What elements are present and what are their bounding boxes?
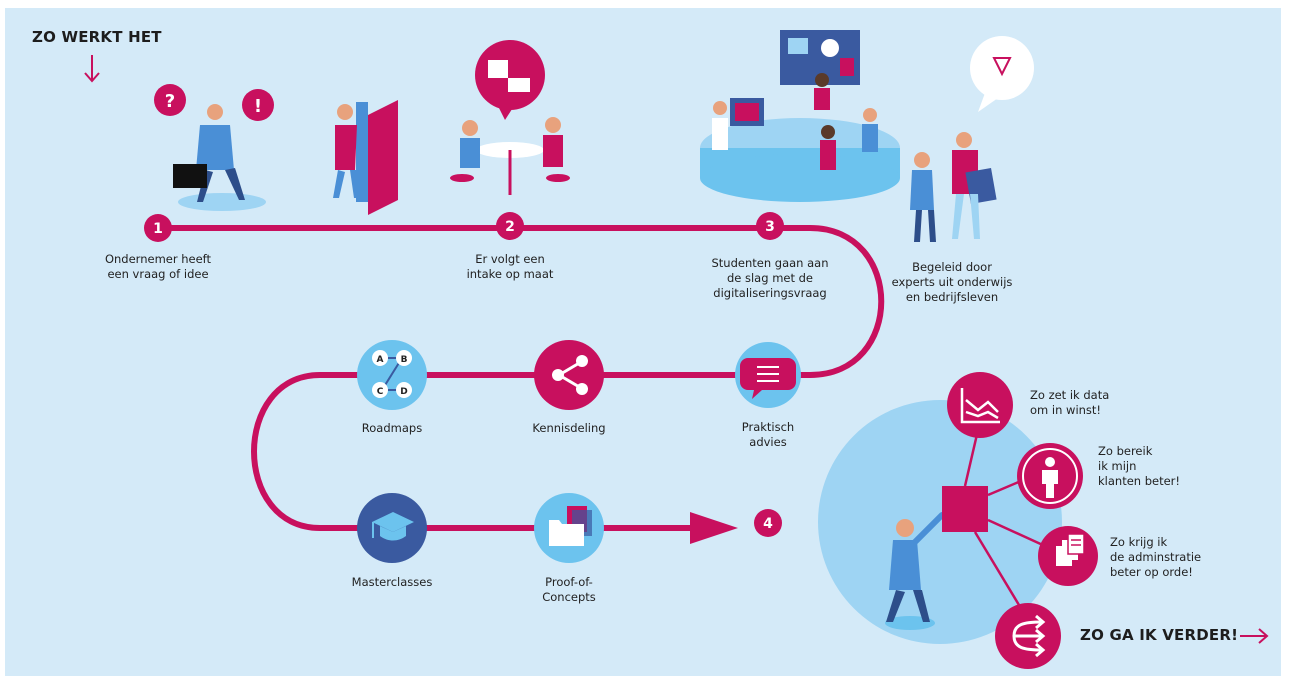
- results-hub: [942, 486, 988, 532]
- result-klanten-label: Zo bereik ik mijn klanten beter!: [1098, 444, 1208, 489]
- poc-label: Proof-of- Concepts: [524, 575, 614, 605]
- roadmap-b: B: [401, 355, 408, 365]
- result-klanten-line2: ik mijn: [1098, 459, 1137, 473]
- poc-line2: Concepts: [542, 590, 596, 604]
- step-3-line2: de slag met de: [726, 271, 814, 285]
- step-2-line2: intake op maat: [466, 267, 554, 281]
- roadmap-d: D: [400, 387, 407, 397]
- step-2-badge: 2: [496, 212, 524, 240]
- folder-icon: [534, 493, 604, 563]
- roadmap-a: A: [377, 355, 384, 365]
- exclaim-bubble: !: [254, 96, 262, 117]
- documents-icon: [1038, 526, 1098, 586]
- experts-line2: experts uit onderwijs: [891, 275, 1013, 289]
- person-icon: [1017, 443, 1083, 509]
- result-klanten-line3: klanten beter!: [1098, 474, 1181, 488]
- line-chart-icon: [947, 372, 1013, 438]
- experts-line3: en bedrijfsleven: [905, 290, 999, 304]
- roadmaps-icon: A B C D: [357, 340, 427, 410]
- result-data-line2: om in winst!: [1030, 403, 1102, 417]
- intake-meeting-illustration: [450, 40, 570, 195]
- advies-line1: Praktisch: [741, 420, 795, 434]
- results-circle: [818, 400, 1062, 644]
- roadmaps-label: Roadmaps: [361, 421, 423, 435]
- kennisdeling-label: Kennisdeling: [532, 421, 606, 435]
- students-table-illustration: [700, 30, 900, 202]
- right-arrow-icon: [1240, 628, 1269, 644]
- step-1-line1: Ondernemer heeft: [104, 252, 212, 266]
- step-3-label: Studenten gaan aan de slag met de digita…: [705, 256, 835, 301]
- step-1-badge: 1: [144, 214, 172, 242]
- graduation-cap-icon: [357, 493, 427, 563]
- step-2-label: Er volgt een intake op maat: [455, 252, 565, 282]
- share-icon: [534, 340, 604, 410]
- businessman-illustration: ? !: [154, 84, 274, 211]
- step-3-line1: Studenten gaan aan: [711, 256, 829, 270]
- step-3-badge: 3: [756, 212, 784, 240]
- step-1-line2: een vraag of idee: [107, 267, 209, 281]
- result-admin-line2: de adminstratie: [1110, 550, 1202, 564]
- step-4-badge: 4: [754, 509, 782, 537]
- cta-text: ZO GA IK VERDER!: [1080, 626, 1239, 644]
- result-admin-line1: Zo krijg ik: [1110, 535, 1168, 549]
- experts-illustration: [910, 36, 1034, 242]
- result-admin-line3: beter op orde!: [1110, 565, 1193, 579]
- pointing-man-illustration: [885, 512, 945, 630]
- chat-bubble-icon: [735, 342, 801, 408]
- page-heading: ZO WERKT HET: [32, 28, 162, 46]
- result-data-line1: Zo zet ik data: [1030, 388, 1110, 402]
- roadmap-c: C: [377, 387, 384, 397]
- path-arrowhead: [690, 512, 738, 544]
- question-bubble: ?: [165, 91, 175, 112]
- advies-line2: advies: [749, 435, 787, 449]
- step-2-number: 2: [505, 219, 515, 235]
- result-admin-label: Zo krijg ik de adminstratie beter op ord…: [1110, 535, 1230, 580]
- result-klanten-line1: Zo bereik: [1098, 444, 1153, 458]
- door-illustration: [333, 100, 398, 215]
- step-2-line1: Er volgt een: [475, 252, 545, 266]
- advies-label: Praktisch advies: [723, 420, 813, 450]
- experts-line1: Begeleid door: [912, 260, 992, 274]
- result-data-label: Zo zet ik data om in winst!: [1030, 388, 1140, 418]
- down-arrow-icon: [84, 55, 100, 83]
- step-3-number: 3: [765, 219, 775, 235]
- step-3-line3: digitaliseringsvraag: [713, 286, 827, 300]
- poc-line1: Proof-of-: [545, 575, 593, 589]
- masterclasses-label: Masterclasses: [351, 575, 433, 589]
- step-1-label: Ondernemer heeft een vraag of idee: [98, 252, 218, 282]
- step-4-number: 4: [763, 516, 773, 532]
- branch-arrows-icon: [995, 603, 1061, 669]
- experts-label: Begeleid door experts uit onderwijs en b…: [882, 260, 1022, 305]
- step-1-number: 1: [153, 221, 163, 237]
